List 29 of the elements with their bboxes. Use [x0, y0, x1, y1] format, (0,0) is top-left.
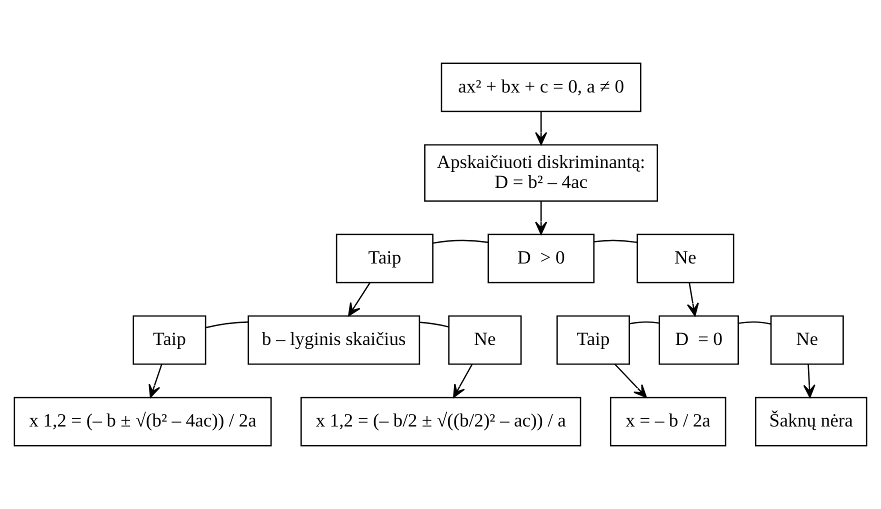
node-box: Taip — [336, 234, 434, 284]
node-box: Šaknų nėra — [754, 396, 868, 446]
node-box: Taip — [556, 315, 630, 365]
node-box: Apskaičiuoti diskriminantą: D = b² – 4ac — [424, 144, 658, 202]
arrow — [348, 282, 371, 316]
connector — [594, 240, 638, 244]
node-box: Taip — [132, 315, 206, 365]
arrow — [535, 201, 548, 235]
arrow — [148, 364, 162, 398]
node-box: b – lyginis skaičius — [248, 315, 420, 365]
node-box: x 1,2 = (– b ± √(b² – 4ac)) / 2a — [14, 396, 272, 446]
arrow — [803, 364, 816, 398]
node-box: D = 0 — [658, 315, 739, 365]
connector — [419, 322, 449, 328]
node-box: x = – b / 2a — [610, 396, 726, 446]
arrow — [686, 282, 699, 316]
node-box: Ne — [636, 234, 734, 284]
node-box: Ne — [448, 315, 522, 365]
arrow — [535, 112, 548, 146]
node-box: D > 0 — [488, 234, 595, 284]
connector — [206, 321, 248, 328]
arrow — [614, 364, 647, 398]
connector — [738, 321, 771, 325]
node-box: Ne — [770, 315, 844, 365]
connector — [629, 321, 660, 324]
node-box: x 1,2 = (– b/2 ± √((b/2)² – ac)) / a — [300, 396, 582, 446]
connector — [432, 240, 488, 244]
arrow — [453, 364, 473, 398]
node-box: ax² + bx + c = 0, a ≠ 0 — [440, 62, 642, 112]
